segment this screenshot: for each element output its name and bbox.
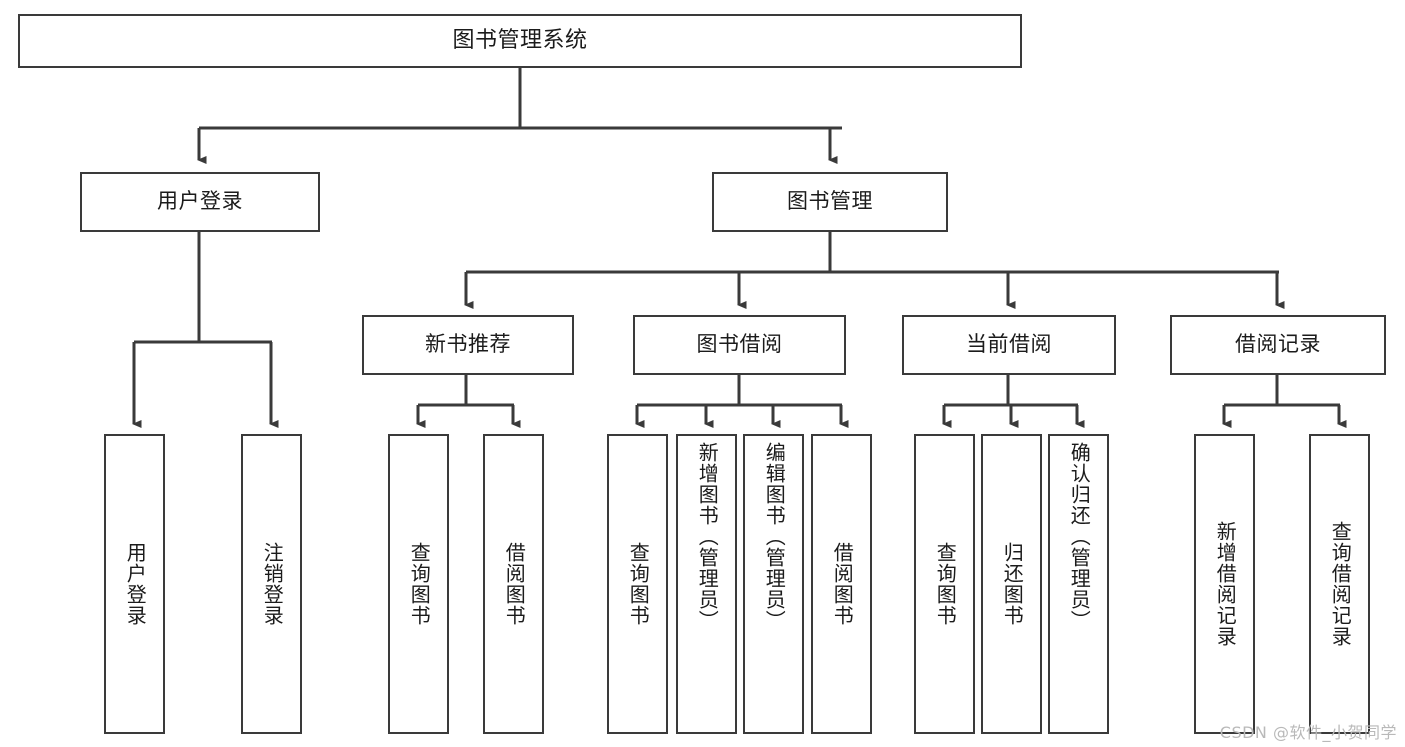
leaf-book-borrow-query[interactable]: 查询图书 [607,434,668,734]
node-user-login[interactable]: 用户登录 [80,172,320,232]
leaf-book-borrow-borrow[interactable]: 借阅图书 [811,434,872,734]
node-book-management[interactable]: 图书管理 [712,172,948,232]
node-current-borrow[interactable]: 当前借阅 [902,315,1116,375]
leaf-new-book-query-label: 查询图书 [407,542,432,626]
csdn-watermark: CSDN @软件_小贺同学 [1219,723,1397,742]
leaf-current-borrow-confirm-return[interactable]: 确认归还（管理员） [1048,434,1109,734]
leaf-user-login-login-label: 用户登录 [123,542,148,626]
node-new-book-recommend[interactable]: 新书推荐 [362,315,574,375]
node-root[interactable]: 图书管理系统 [18,14,1022,68]
leaf-user-login-logout[interactable]: 注销登录 [241,434,302,734]
leaf-book-borrow-add-label: 新增图书（管理员） [695,442,720,631]
leaf-current-borrow-confirm-return-label: 确认归还（管理员） [1067,442,1092,631]
leaf-borrow-record-add-label: 新增借阅记录 [1213,521,1238,647]
node-root-label: 图书管理系统 [452,27,588,53]
leaf-new-book-borrow[interactable]: 借阅图书 [483,434,544,734]
leaf-book-borrow-query-label: 查询图书 [626,542,651,626]
node-current-borrow-label: 当前借阅 [966,332,1052,357]
node-book-borrow[interactable]: 图书借阅 [633,315,846,375]
leaf-user-login-login[interactable]: 用户登录 [104,434,165,734]
leaf-book-borrow-add[interactable]: 新增图书（管理员） [676,434,737,734]
leaf-borrow-record-add[interactable]: 新增借阅记录 [1194,434,1255,734]
node-new-book-recommend-label: 新书推荐 [425,332,511,357]
leaf-book-borrow-borrow-label: 借阅图书 [830,542,855,626]
leaf-book-borrow-edit[interactable]: 编辑图书（管理员） [743,434,804,734]
leaf-current-borrow-return-label: 归还图书 [1000,542,1025,626]
leaf-borrow-record-query-label: 查询借阅记录 [1328,521,1353,647]
node-book-borrow-label: 图书借阅 [696,332,783,357]
leaf-user-login-logout-label: 注销登录 [260,542,285,626]
leaf-borrow-record-query[interactable]: 查询借阅记录 [1309,434,1370,734]
leaf-new-book-query[interactable]: 查询图书 [388,434,449,734]
leaf-new-book-borrow-label: 借阅图书 [502,542,527,626]
node-borrow-record[interactable]: 借阅记录 [1170,315,1386,375]
leaf-current-borrow-return[interactable]: 归还图书 [981,434,1042,734]
node-book-management-label: 图书管理 [787,189,873,214]
node-user-login-label: 用户登录 [157,189,243,214]
node-borrow-record-label: 借阅记录 [1235,332,1321,357]
leaf-current-borrow-query[interactable]: 查询图书 [914,434,975,734]
leaf-book-borrow-edit-label: 编辑图书（管理员） [762,442,787,631]
leaf-current-borrow-query-label: 查询图书 [933,542,958,626]
